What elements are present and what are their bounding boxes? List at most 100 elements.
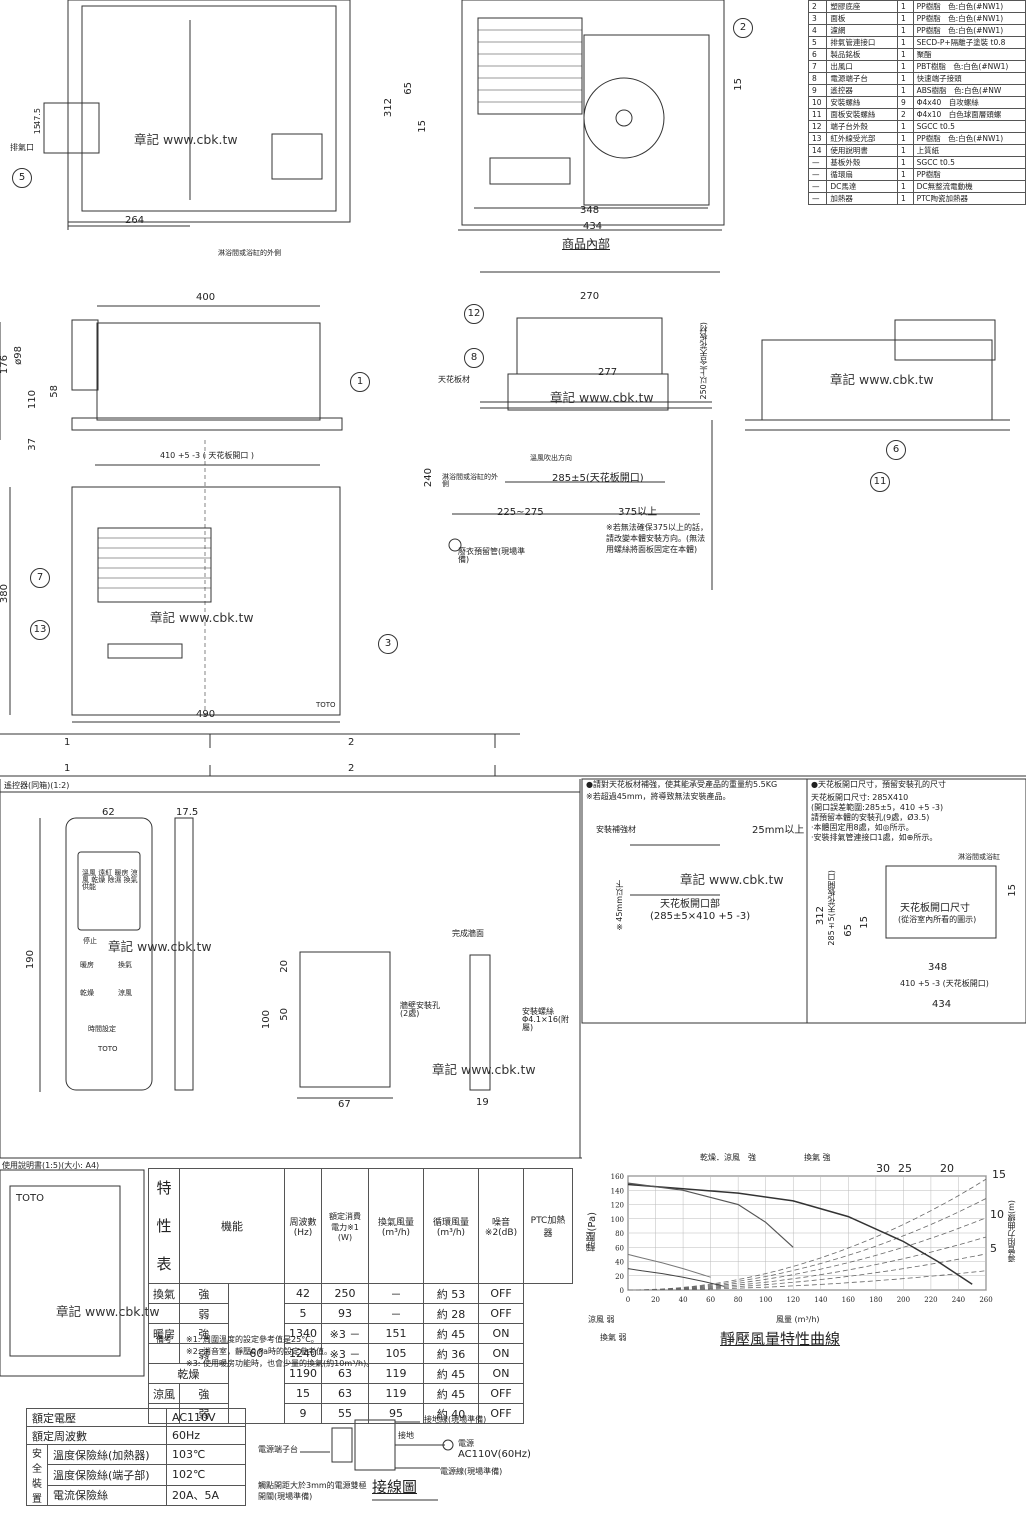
parts-cell-spec: PP樹脂 色:白色(#NW1) [912, 12, 1026, 25]
dim-277: 277 [598, 367, 618, 378]
callout-6: 6 [886, 440, 906, 460]
parts-cell-no: 2 [807, 0, 828, 13]
parts-cell-qty: 1 [896, 168, 914, 181]
reinforce-label: 安裝補強材 [596, 825, 636, 834]
callout-5: 5 [12, 168, 32, 188]
parts-cell-name: 面板安裝螺絲 [826, 108, 898, 121]
elec-attr: 溫度保險絲(端子部) [47, 1464, 167, 1486]
parts-cell-qty: 1 [896, 60, 914, 73]
dim-400: 400 [196, 292, 216, 303]
hole-sub2: (從浴室內所看的圖示) [898, 915, 977, 924]
parts-cell-spec: 快速端子接頭 [912, 72, 1026, 85]
parts-cell-spec: PP樹脂 [912, 168, 1026, 181]
remote-btn-heat[interactable]: 暖房 [80, 961, 94, 969]
parts-cell-qty: 1 [896, 132, 914, 145]
chart-ytick: 80 [615, 1230, 624, 1238]
spec-h-noise: 噪音※2(dB) [478, 1168, 524, 1284]
chart-resistance-label: 25 [898, 1162, 912, 1175]
hole-dim-348: 348 [928, 962, 948, 973]
parts-cell-spec: 聚酯 [912, 48, 1026, 61]
dim-19: 19 [476, 1097, 489, 1108]
hole-dim-15: 15 [859, 916, 870, 929]
dim-100: 100 [261, 1010, 272, 1030]
parts-cell-no: 12 [807, 120, 828, 133]
spec-cell-db: 約 53 [423, 1283, 479, 1304]
watermark: 章記 www.cbk.tw [108, 939, 212, 954]
remote-brand: TOTO [98, 1045, 118, 1053]
wall-holes: 牆壁安裝孔(2處) [400, 1001, 440, 1018]
chart-xtick: 140 [814, 1296, 827, 1304]
finish-wall: 完成牆面 [452, 929, 484, 938]
hole-sub1: 天花板開口尺寸 [900, 903, 970, 914]
hole-dim-285: 285±5(天花板開口) [827, 870, 836, 946]
hole-dim-410: 410 +5 -3 (天花板開口) [900, 979, 989, 988]
remote-btn-dry[interactable]: 乾燥 [80, 989, 94, 997]
watermark: 章記 www.cbk.tw [150, 610, 254, 625]
dim-110: 110 [27, 390, 38, 410]
annot-vent-strong: 換氣 強 [804, 1153, 831, 1162]
dim-490: 490 [196, 709, 216, 720]
ground-wire-label: 接地線(現場準備) [424, 1415, 487, 1424]
ceiling-hole-l2: (開口誤差範圍:285±5，410 +5 -3) [811, 803, 944, 812]
chart-resistance-label: 20 [940, 1162, 954, 1175]
annot-vent-weak: 換氣 弱 [600, 1333, 627, 1342]
spec-cell-g [148, 1303, 180, 1324]
spec-cell-ptc: ON [478, 1323, 524, 1344]
elec-attr: 額定電壓 [26, 1408, 167, 1427]
remote-btn-cool[interactable]: 涼風 [118, 989, 132, 997]
remote-btn-stop[interactable]: 停止 [83, 937, 97, 945]
parts-cell-no: — [807, 168, 828, 181]
dim-190: 190 [25, 950, 36, 970]
spec-h-power: 額定消費電力※1 (W) [321, 1168, 369, 1284]
dim-45: ※45mm以下 [615, 880, 624, 931]
exhaust-label: 排氣口 [10, 143, 34, 152]
dim-264: 264 [125, 215, 145, 226]
chart-xtick: 60 [706, 1296, 715, 1304]
dim-15c: 15 [33, 124, 42, 135]
spec-cell-w: 5 [284, 1303, 322, 1324]
chart-y2label: 導管阻力曲線(m) [1007, 1200, 1016, 1263]
callout-1: 1 [350, 372, 370, 392]
chart-resistance-curve [628, 1178, 987, 1291]
hole-dim-312: 312 [815, 906, 826, 926]
parts-cell-spec: SGCC t0.5 [912, 120, 1026, 133]
open-285: 285±5(天花板開口) [552, 473, 644, 484]
remote-btn-time[interactable]: 時間設定 [88, 1025, 116, 1033]
spec-note-1: ※1: 周圍溫度的設定參考值是25°C。 [186, 1335, 319, 1344]
chart-resistance-curve [628, 1198, 987, 1291]
spec-h-ptc: PTC加熱器 [523, 1168, 573, 1284]
spec-cell-g: 暖房 [148, 1323, 180, 1344]
chart-xtick: 260 [979, 1296, 992, 1304]
chart-resistance-label: 30 [876, 1162, 890, 1175]
ceiling-hole-l5: ‧安裝排氣管連接口1處，如⊕所示。 [811, 833, 938, 842]
spec-cell-ci: 119 [368, 1383, 424, 1404]
spec-cell-ci: 119 [368, 1363, 424, 1384]
remote-btn-vent[interactable]: 換氣 [118, 961, 132, 969]
hole-dim-65: 65 [843, 924, 854, 937]
parts-cell-no: — [807, 180, 828, 193]
chart-resistance-label: 15 [992, 1168, 1006, 1181]
spec-cell-db: 約 45 [423, 1383, 479, 1404]
parts-cell-name: 端子台外殼 [826, 120, 898, 133]
chart-series-line [627, 1183, 973, 1285]
spec-note-3: ※3: 使用暖房功能時，也會少量的換氣(約10m³/h)。 [186, 1359, 375, 1368]
chart-series-line [627, 1253, 711, 1278]
spec-cell-ptc: OFF [478, 1383, 524, 1404]
parts-cell-name: 使用說明書 [826, 144, 898, 157]
chart-ytick: 120 [611, 1202, 624, 1210]
parts-cell-no: 8 [807, 72, 828, 85]
dim-175: 17.5 [176, 807, 199, 818]
chart-ytick: 60 [615, 1244, 624, 1252]
spec-h-freq: 周波數(Hz) [284, 1168, 322, 1284]
parts-cell-name: 出風口 [826, 60, 898, 73]
parts-cell-qty: 1 [896, 24, 914, 37]
bath-side-label: 淋浴間或浴缸的外側 [218, 249, 281, 257]
open-dim: (285±5×410 +5 -3) [650, 911, 751, 922]
dim-15b: 15 [733, 78, 744, 91]
dim-58: 58 [49, 385, 60, 398]
watermark: 章記 www.cbk.tw [134, 132, 238, 147]
